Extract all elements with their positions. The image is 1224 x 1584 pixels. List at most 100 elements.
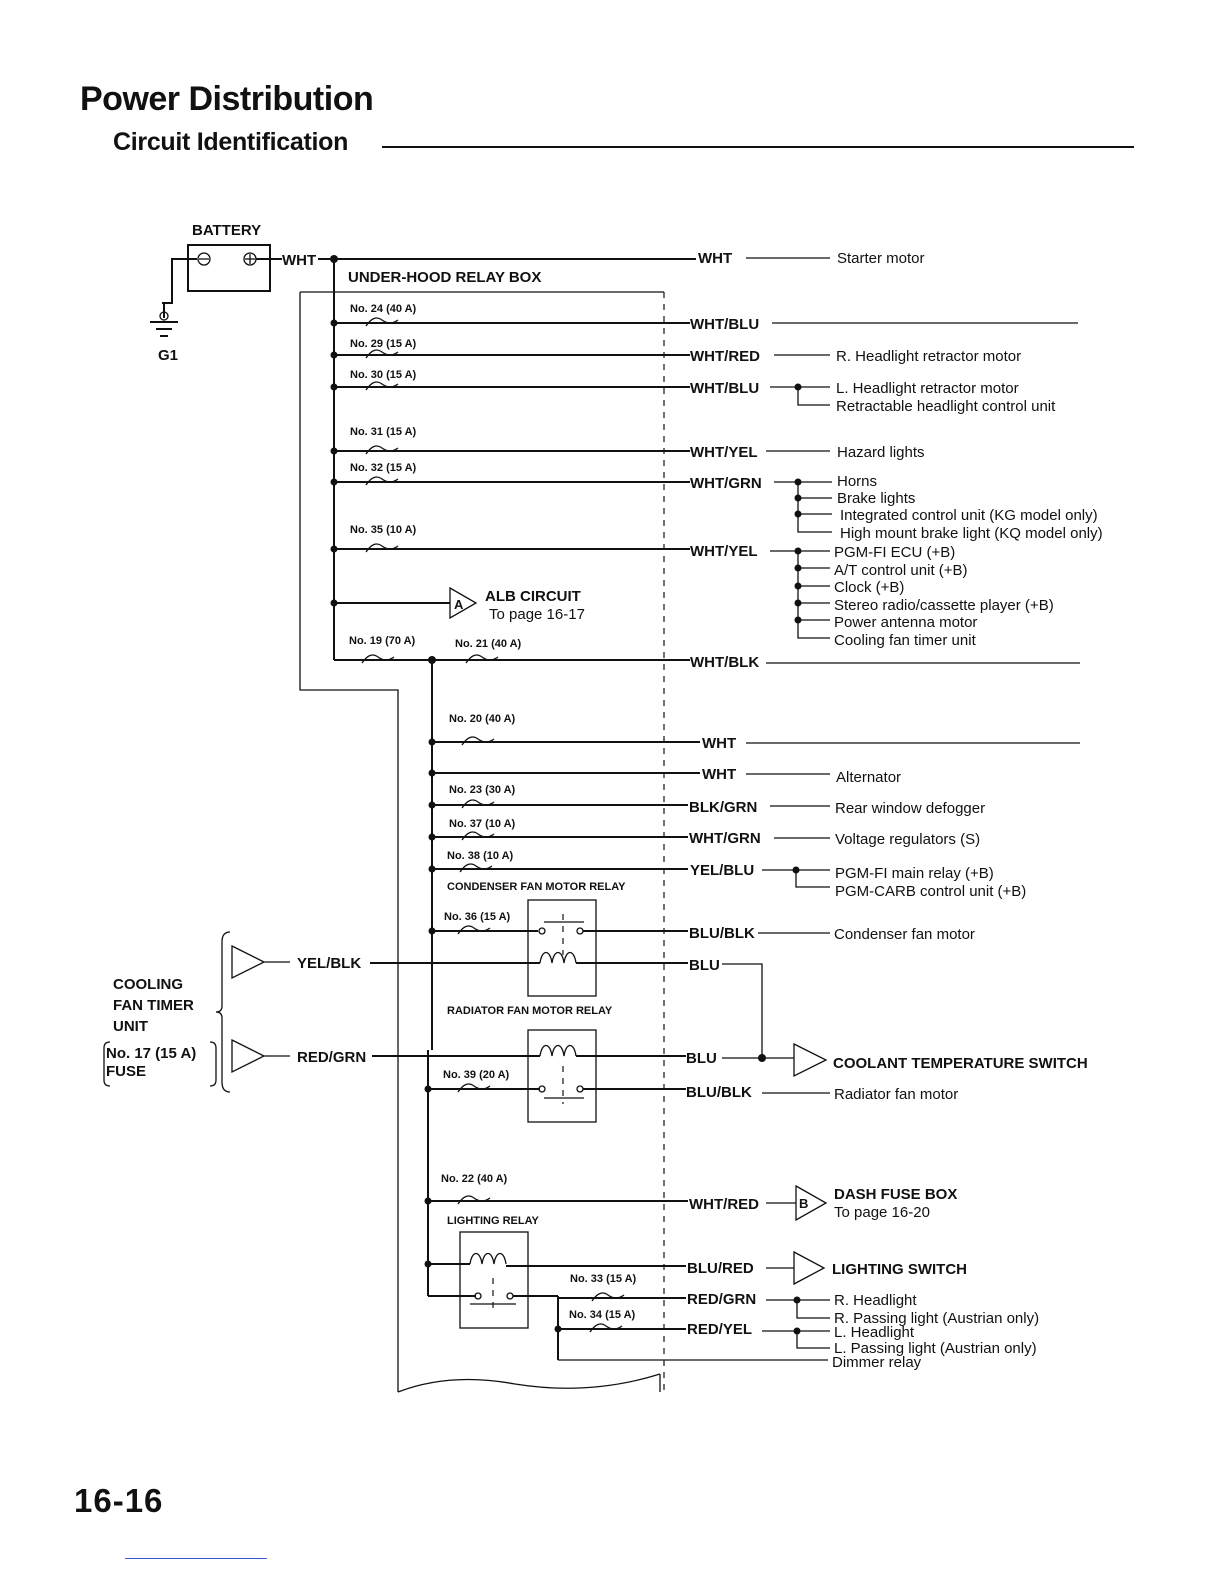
load-label: COOLANT TEMPERATURE SWITCH xyxy=(833,1055,1088,1072)
fuse-34: No. 34 (15 A) RED/YEL L. Headlight L. Pa… xyxy=(554,1309,1037,1357)
fuse-icon xyxy=(459,863,493,873)
wire-label: WHT/GRN xyxy=(689,830,761,847)
load-label: Stereo radio/cassette player (+B) xyxy=(834,597,1054,614)
load-label: PGM-FI ECU (+B) xyxy=(834,544,955,561)
wire-label: WHT/BLU xyxy=(690,316,759,333)
load-label: Power antenna motor xyxy=(834,614,977,631)
fuse-icon xyxy=(457,925,491,935)
load-label: L. Headlight retractor motor xyxy=(836,380,1019,397)
fuse-32: No. 32 (15 A) WHT/GRN Horns Brake lights… xyxy=(330,462,1103,542)
cooling-unit-label: FAN TIMER xyxy=(113,997,194,1014)
wire-label: YEL/BLK xyxy=(297,955,361,972)
relay-box-label: UNDER-HOOD RELAY BOX xyxy=(348,269,541,286)
wire-label: RED/GRN xyxy=(297,1049,366,1066)
battery-group: BATTERY G1 WHT xyxy=(150,222,696,364)
fuse-label: No. 29 (15 A) xyxy=(350,338,417,350)
cooling-unit-label: UNIT xyxy=(113,1018,148,1035)
load-label: R. Passing light (Austrian only) xyxy=(834,1310,1039,1327)
wire-label: WHT/RED xyxy=(690,348,760,365)
cooling-fan-timer-unit: YEL/BLK RED/GRN COOLING FAN TIMER UNIT N… xyxy=(103,931,366,1093)
fuse-label: No. 34 (15 A) xyxy=(569,1309,636,1321)
fuse-label: No. 35 (10 A) xyxy=(350,524,417,536)
wire-label: WHT/BLK xyxy=(690,654,759,671)
alb-title: ALB CIRCUIT xyxy=(485,588,581,605)
connector-arrow-icon xyxy=(795,1184,828,1222)
battery-icon xyxy=(187,244,271,292)
fuse-icon xyxy=(457,1083,491,1093)
load-label: Cooling fan timer unit xyxy=(834,632,977,649)
battery-negative-icon xyxy=(197,252,211,266)
relay-label: CONDENSER FAN MOTOR RELAY xyxy=(447,881,626,893)
fuse-label: No. 23 (30 A) xyxy=(449,784,516,796)
load-label: PGM-FI main relay (+B) xyxy=(835,865,994,882)
wire-label: BLU/RED xyxy=(687,1260,754,1277)
cooling-unit-fuse: No. 17 (15 A) xyxy=(106,1045,196,1062)
battery-label: BATTERY xyxy=(192,222,261,239)
page-subtitle: Circuit Identification xyxy=(113,128,349,156)
fuse-icon xyxy=(457,1195,491,1205)
fuse-icon xyxy=(365,476,399,486)
fuse-label: No. 30 (15 A) xyxy=(350,369,417,381)
fuse-label: No. 37 (10 A) xyxy=(449,818,516,830)
fuse-19-21: No. 19 (70 A) No. 21 (40 A) WHT/BLK xyxy=(334,635,1080,671)
ground-label: G1 xyxy=(158,347,178,364)
fuse-29: No. 29 (15 A) WHT/RED R. Headlight retra… xyxy=(330,338,1021,365)
fuse-icon xyxy=(365,445,399,455)
wire-label: WHT/YEL xyxy=(690,444,758,461)
fuse-30: No. 30 (15 A) WHT/BLU L. Headlight retra… xyxy=(330,369,1056,415)
fuse-23: No. 23 (30 A) BLK/GRN Rear window defogg… xyxy=(428,784,985,817)
relay-label: RADIATOR FAN MOTOR RELAY xyxy=(447,1005,613,1017)
relay-box-outline: UNDER-HOOD RELAY BOX xyxy=(299,269,665,1393)
cooling-unit-fuse: FUSE xyxy=(106,1063,146,1080)
wire-label: WHT/GRN xyxy=(690,475,762,492)
fuse-label: No. 19 (70 A) xyxy=(349,635,416,647)
alb-marker: A xyxy=(454,597,464,612)
fuse-icon xyxy=(589,1323,623,1333)
load-label: R. Headlight xyxy=(834,1292,917,1309)
load-label: Horns xyxy=(837,473,877,490)
wire-label: WHT xyxy=(702,735,736,752)
relay-icon xyxy=(459,1231,529,1329)
relay-coil-icon xyxy=(469,1252,507,1265)
load-label: Retractable headlight control unit xyxy=(836,398,1056,415)
wire-label: WHT xyxy=(702,766,736,783)
fuse-icon xyxy=(365,543,399,553)
wire-label: WHT/RED xyxy=(689,1196,759,1213)
load-label: High mount brake light (KQ model only) xyxy=(840,525,1103,542)
fuse-icon xyxy=(365,349,399,359)
fuse-label: No. 22 (40 A) xyxy=(441,1173,508,1185)
connector-arrow-icon xyxy=(231,1038,266,1074)
fuse-label: No. 39 (20 A) xyxy=(443,1069,510,1081)
fuse-35: No. 35 (10 A) WHT/YEL PGM-FI ECU (+B) A/… xyxy=(330,524,1054,649)
fuse-38: No. 38 (10 A) YEL/BLU PGM-FI main relay … xyxy=(428,850,1026,900)
connector-arrow-icon xyxy=(231,944,266,980)
relay-label: LIGHTING RELAY xyxy=(447,1215,540,1227)
relay-icon xyxy=(527,899,597,997)
fuse-icon xyxy=(591,1292,625,1302)
relay-coil-icon xyxy=(539,1044,577,1057)
load-label: R. Headlight retractor motor xyxy=(836,348,1021,365)
wire-label: WHT/YEL xyxy=(690,543,758,560)
load-label: L. Passing light (Austrian only) xyxy=(834,1340,1037,1357)
fuse-icon xyxy=(365,381,399,391)
fuse-icon xyxy=(461,736,495,746)
wire-label: BLK/GRN xyxy=(689,799,757,816)
dash-marker: B xyxy=(799,1196,808,1211)
load-label: Alternator xyxy=(836,769,901,786)
fuse-label: No. 24 (40 A) xyxy=(350,303,417,315)
wire-label: RED/GRN xyxy=(687,1291,756,1308)
page-number: 16-16 xyxy=(74,1482,164,1519)
connector-arrow-icon xyxy=(793,1250,826,1286)
lighting-relay: LIGHTING RELAY BLU/RED LIGHTING SWITCH xyxy=(424,1215,967,1360)
page-title: Power Distribution xyxy=(80,80,374,118)
condenser-relay: CONDENSER FAN MOTOR RELAY No. 36 (15 A) … xyxy=(370,881,975,1058)
fuse-22: No. 22 (40 A) WHT/RED B DASH FUSE BOX To… xyxy=(424,1173,957,1222)
load-label: DASH FUSE BOX xyxy=(834,1186,957,1203)
load-label: Radiator fan motor xyxy=(834,1086,958,1103)
wire-label: YEL/BLU xyxy=(690,862,754,879)
load-label: L. Headlight xyxy=(834,1324,915,1341)
fuse-33: No. 33 (15 A) RED/GRN R. Headlight R. Pa… xyxy=(558,1273,1039,1327)
fuse-label: No. 36 (15 A) xyxy=(444,911,511,923)
cooling-unit-label: COOLING xyxy=(113,976,183,993)
